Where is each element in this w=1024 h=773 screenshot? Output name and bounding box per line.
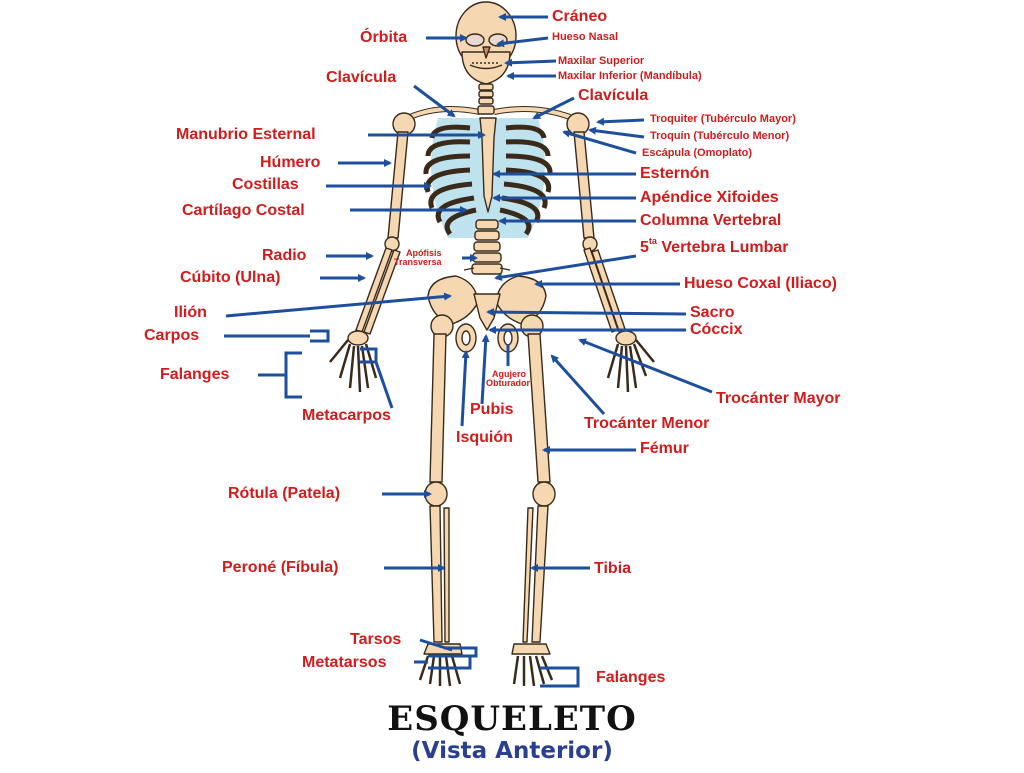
lumbar-spine <box>463 105 511 275</box>
label-rotula: Rótula (Patela) <box>228 485 341 502</box>
arrow-ilion <box>225 292 452 318</box>
sternum <box>479 117 497 213</box>
label-falanges-foot: Falanges <box>596 669 666 686</box>
bracket-metatarsos <box>428 654 472 670</box>
arrow-troquin <box>588 126 645 139</box>
arrow-isquion <box>460 350 470 427</box>
label-orbita: Órbita <box>360 29 408 46</box>
label-escapula: Escápula (Omoplato) <box>642 147 753 159</box>
label-esternon: Esternón <box>640 165 710 182</box>
clavicle-right-fill <box>493 107 571 119</box>
label-metacarpos: Metacarpos <box>302 407 391 424</box>
label-falanges-hand: Falanges <box>160 366 230 383</box>
arrow-clavicula-right <box>532 96 575 120</box>
label-apofisis-line1: Apófisis <box>406 248 442 258</box>
label-cartilago: Cartílago Costal <box>182 202 305 219</box>
label-apofisis-line2: Transversa <box>394 257 442 267</box>
bracket-falanges-foot <box>540 666 580 688</box>
label-sacro: Sacro <box>690 304 735 321</box>
diagram-title: ESQUELETO <box>387 699 637 739</box>
arrow-hueso-nasal <box>496 36 549 48</box>
label-craneo: Cráneo <box>552 8 608 25</box>
label-pubis: Pubis <box>470 401 514 418</box>
label-humero: Húmero <box>260 154 321 171</box>
label-troquiter: Troquiter (Tubérculo Mayor) <box>650 113 796 125</box>
label-columna: Columna Vertebral <box>640 212 782 229</box>
foot-left <box>418 655 462 687</box>
label-troquin: Troquín (Tubérculo Menor) <box>650 130 790 142</box>
label-metatarsos: Metatarsos <box>302 654 387 671</box>
label-clavicula-right: Clavícula <box>578 87 649 104</box>
label-maxilar-inferior: Maxilar Inferior (Mandíbula) <box>558 70 702 82</box>
hand-right <box>606 339 655 393</box>
label-trocanter-mayor: Trocánter Mayor <box>716 390 841 407</box>
label-trocanter-menor: Trocánter Menor <box>584 415 710 432</box>
arrow-sacro <box>486 308 687 317</box>
bracket-metacarpos <box>360 347 378 364</box>
label-agujero-line2: Obturador <box>486 378 530 388</box>
label-clavicula-left: Clavícula <box>326 69 397 86</box>
arrow-vertebra <box>494 254 637 282</box>
arrow-escapula <box>562 129 637 155</box>
label-maxilar-superior: Maxilar Superior <box>558 55 645 67</box>
label-hueso-nasal: Hueso Nasal <box>552 31 619 43</box>
arrow-clavicula-left <box>413 84 456 118</box>
arrow-trocanter-mayor <box>578 338 713 394</box>
arrow-metacarpos <box>374 361 394 409</box>
bracket-carpos <box>310 329 330 343</box>
label-carpos: Carpos <box>144 327 200 344</box>
label-vertebra-superscript: ta <box>648 236 657 246</box>
label-manubrio: Manubrio Esternal <box>176 126 316 143</box>
label-hueso-coxal: Hueso Coxal (Iliaco) <box>684 275 837 292</box>
label-ilion: Ilión <box>174 304 207 321</box>
label-vertebra-number: 5 <box>640 239 649 256</box>
label-isquion: Isquión <box>456 429 513 446</box>
arrow-trocanter-menor <box>550 354 606 416</box>
label-vertebra-text: Vertebra Lumbar <box>661 239 789 256</box>
leg-right <box>511 314 556 655</box>
pointer-arrows <box>224 13 713 688</box>
cervical-spine <box>478 83 494 105</box>
label-agujero-line1: Agujero <box>492 369 527 379</box>
foot-right <box>512 655 554 687</box>
arrow-troquiter <box>596 117 645 126</box>
clavicle-left-fill <box>409 107 481 119</box>
label-perone: Peroné (Fíbula) <box>222 559 339 576</box>
label-coccix: Cóccix <box>690 321 743 338</box>
label-apendice: Apéndice Xifoides <box>640 189 779 206</box>
arrow-maxilar-superior <box>504 58 557 67</box>
skeleton-bones <box>329 1 655 687</box>
label-femur: Fémur <box>640 440 689 457</box>
label-cubito: Cúbito (Ulna) <box>180 269 281 286</box>
arrow-pubis <box>480 334 490 405</box>
label-radio: Radio <box>262 247 307 264</box>
leg-left <box>423 314 463 655</box>
diagram-subtitle: (Vista Anterior) <box>411 738 613 764</box>
label-vertebra-lumbar: 5ta Vertebra Lumbar <box>640 237 789 256</box>
label-tibia: Tibia <box>594 560 632 577</box>
label-costillas: Costillas <box>232 176 299 193</box>
label-tarsos: Tarsos <box>350 631 402 648</box>
bracket-falanges-hand <box>284 351 302 399</box>
